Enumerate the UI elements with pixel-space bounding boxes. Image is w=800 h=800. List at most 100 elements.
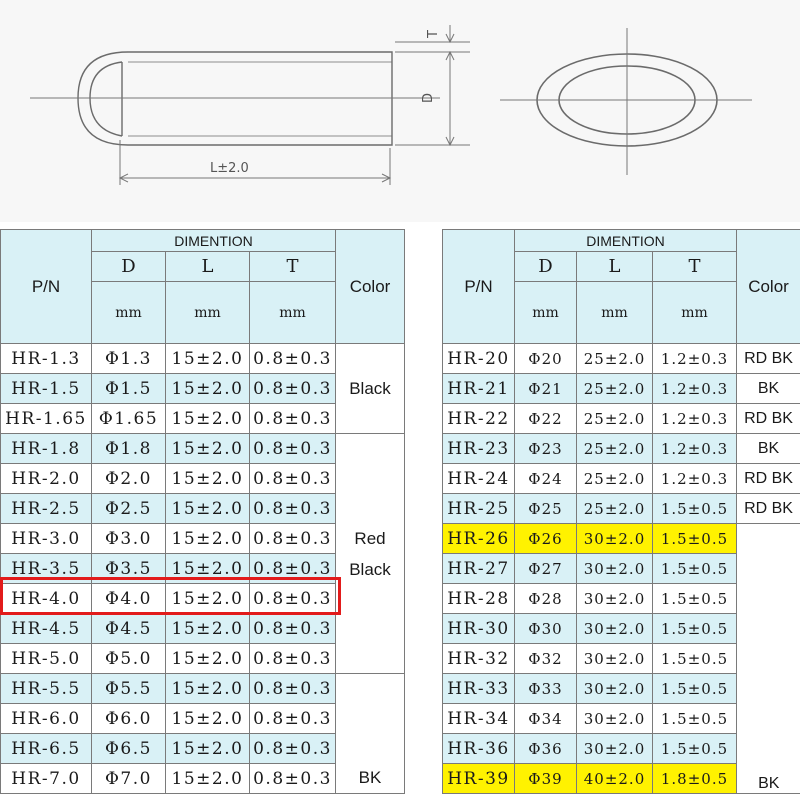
cap-drawing-svg: L±2.0 D T — [30, 25, 752, 185]
t-unit: mm — [248, 281, 337, 344]
cell-l: 25±2.0 — [576, 493, 653, 524]
cap-outer-outline — [77, 51, 393, 146]
t-header: T — [651, 251, 738, 282]
cell-t: 0.8±0.3 — [248, 763, 337, 794]
cell-t: 0.8±0.3 — [248, 523, 337, 554]
cell-pn: HR-30 — [442, 613, 515, 644]
cell-d: Φ21 — [514, 373, 577, 404]
cell-t: 0.8±0.3 — [248, 613, 337, 644]
cell-d: Φ34 — [514, 703, 577, 734]
cell-pn: HR-5.5 — [0, 673, 92, 704]
cell-l: 15±2.0 — [165, 733, 250, 764]
cell-l: 25±2.0 — [576, 463, 653, 494]
dimension-drawing: L±2.0 D T — [0, 0, 800, 222]
cell-pn: HR-1.65 — [0, 403, 92, 434]
cell-d: Φ5.5 — [91, 673, 166, 704]
cell-pn: HR-5.0 — [0, 643, 92, 674]
cell-l: 15±2.0 — [165, 673, 250, 704]
cell-l: 25±2.0 — [576, 433, 653, 464]
cell-color: RD BK — [736, 403, 800, 434]
color-group-cell: BK — [736, 523, 800, 794]
l-unit: mm — [165, 281, 250, 344]
cell-d: Φ27 — [514, 553, 577, 584]
cell-l: 30±2.0 — [576, 643, 653, 674]
cell-pn: HR-22 — [442, 403, 515, 434]
cell-l: 15±2.0 — [165, 373, 250, 404]
cell-pn: HR-27 — [442, 553, 515, 584]
cell-t: 1.5±0.5 — [651, 613, 738, 644]
color-header: Color — [335, 229, 406, 344]
cell-t: 1.8±0.5 — [651, 763, 738, 794]
spec-table-right: P/N DIMENTION Color D L T mm mm mm HR-20… — [442, 229, 800, 794]
cell-pn: HR-6.5 — [0, 733, 92, 764]
cell-d: Φ36 — [514, 733, 577, 764]
cell-l: 15±2.0 — [165, 763, 250, 794]
cap-inner-outline — [89, 61, 123, 137]
cell-l: 30±2.0 — [576, 673, 653, 704]
dimention-header: DIMENTION — [513, 229, 738, 252]
color-group-cell: BK — [335, 673, 406, 794]
cell-t: 0.8±0.3 — [248, 553, 337, 584]
cell-l: 25±2.0 — [576, 343, 653, 374]
cell-l: 15±2.0 — [165, 463, 250, 494]
cell-t: 1.5±0.5 — [651, 583, 738, 614]
cell-t: 0.8±0.3 — [248, 433, 337, 464]
cell-d: Φ22 — [514, 403, 577, 434]
cell-t: 1.2±0.3 — [651, 403, 738, 434]
cell-l: 15±2.0 — [165, 433, 250, 464]
cell-t: 1.2±0.3 — [651, 433, 738, 464]
cell-t: 0.8±0.3 — [248, 493, 337, 524]
cell-l: 30±2.0 — [576, 523, 653, 554]
cell-pn: HR-32 — [442, 643, 515, 674]
cell-pn: HR-3.5 — [0, 553, 92, 584]
cell-l: 15±2.0 — [165, 553, 250, 584]
cell-color: BK — [736, 433, 800, 464]
cell-t: 1.5±0.5 — [651, 553, 738, 584]
cell-d: Φ7.0 — [91, 763, 166, 794]
cell-pn: HR-6.0 — [0, 703, 92, 734]
cell-d: Φ2.0 — [91, 463, 166, 494]
cell-l: 15±2.0 — [165, 643, 250, 674]
cell-l: 15±2.0 — [165, 403, 250, 434]
cell-t: 0.8±0.3 — [248, 373, 337, 404]
cell-l: 15±2.0 — [165, 523, 250, 554]
cell-pn: HR-36 — [442, 733, 515, 764]
cell-d: Φ25 — [514, 493, 577, 524]
cell-l: 30±2.0 — [576, 733, 653, 764]
cell-d: Φ3.0 — [91, 523, 166, 554]
cell-t: 0.8±0.3 — [248, 673, 337, 704]
cell-t: 1.5±0.5 — [651, 703, 738, 734]
cell-d: Φ1.5 — [91, 373, 166, 404]
dimention-header: DIMENTION — [90, 229, 337, 252]
cell-pn: HR-23 — [442, 433, 515, 464]
length-label: L±2.0 — [210, 161, 249, 176]
l-unit: mm — [576, 281, 653, 344]
cell-d: Φ26 — [514, 523, 577, 554]
cell-pn: HR-26 — [442, 523, 515, 554]
cell-d: Φ23 — [514, 433, 577, 464]
cell-l: 25±2.0 — [576, 373, 653, 404]
cell-d: Φ28 — [514, 583, 577, 614]
cell-pn: HR-1.8 — [0, 433, 92, 464]
cell-pn: HR-21 — [442, 373, 515, 404]
cell-d: Φ3.5 — [91, 553, 166, 584]
cell-t: 0.8±0.3 — [248, 343, 337, 374]
spec-table-left: P/N DIMENTION Color D L T mm mm mm HR-1.… — [0, 229, 406, 794]
l-header: L — [576, 251, 653, 282]
cell-t: 0.8±0.3 — [248, 703, 337, 734]
pn-header: P/N — [0, 229, 92, 344]
cell-d: Φ39 — [514, 763, 577, 794]
cell-color: RD BK — [736, 343, 800, 374]
